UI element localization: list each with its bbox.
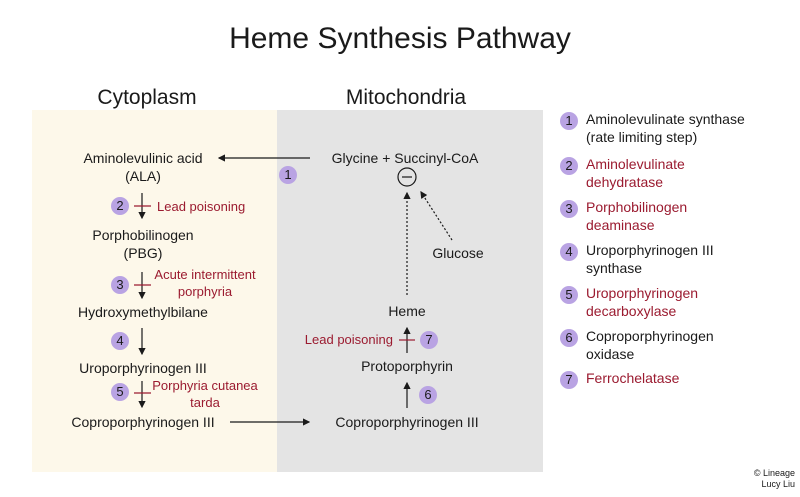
node-uroporphyrinogen: Uroporphyrinogen III [79,360,207,376]
node-ala: Aminolevulinic acid(ALA) [83,150,203,184]
cytoplasm-region [32,110,277,472]
legend-badge-4: 4 [560,243,578,261]
legend-enzyme-1: Aminolevulinate synthase(rate limiting s… [586,111,745,145]
node-coproporphyrinogen-cyto: Coproporphyrinogen III [71,414,215,430]
disease-lead-poisoning-7: Lead poisoning [304,332,393,347]
glucose-feedback-arrow [420,190,453,241]
node-hydroxymethylbilane: Hydroxymethylbilane [78,304,208,320]
legend-badge-7: 7 [560,371,578,389]
legend-badge-3: 3 [560,200,578,218]
cytoplasm-label: Cytoplasm [97,86,197,109]
step-badge-3: 3 [111,276,129,294]
disease-lead-poisoning-2: Lead poisoning [157,199,246,214]
step-badge-1: 1 [279,166,297,184]
node-protoporphyrin: Protoporphyrin [361,358,453,374]
node-glycine-succinyl-coa: Glycine + Succinyl-CoA [331,150,479,166]
step-badge-6: 6 [419,386,437,404]
inhibition-icon [397,167,417,187]
mitochondria-region [277,110,543,472]
page-title: Heme Synthesis Pathway [229,22,571,55]
node-heme: Heme [388,303,426,319]
legend-enzyme-7: Ferrochelatase [586,370,680,386]
legend-badge-2: 2 [560,157,578,175]
legend-badge-6: 6 [560,329,578,347]
legend-badge-5: 5 [560,286,578,304]
node-coproporphyrinogen-mito: Coproporphyrinogen III [335,414,479,430]
node-pbg: Porphobilinogen(PBG) [92,227,194,261]
step-badge-4: 4 [111,332,129,350]
legend-badge-1: 1 [560,112,578,130]
mitochondria-label: Mitochondria [345,86,467,109]
node-glucose: Glucose [432,245,484,261]
step-badge-2: 2 [111,197,129,215]
step-badge-7: 7 [420,331,438,349]
step-badge-5: 5 [111,383,129,401]
